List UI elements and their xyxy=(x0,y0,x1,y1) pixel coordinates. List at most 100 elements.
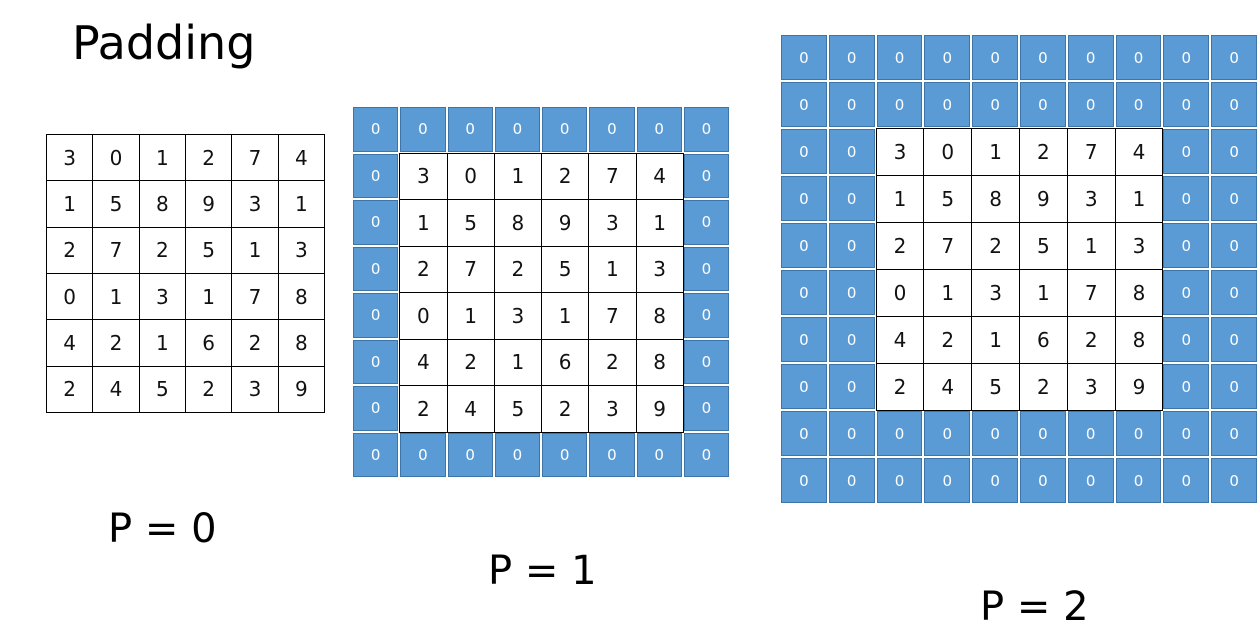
padding-cell: 0 xyxy=(1163,129,1210,174)
padding-cell: 0 xyxy=(828,458,875,503)
padding-cell: 0 xyxy=(353,153,399,198)
matrix-cell: 9 xyxy=(541,199,590,247)
padding-cell: 0 xyxy=(1163,82,1210,127)
matrix-cell: 5 xyxy=(138,365,186,413)
matrix-cell: 9 xyxy=(1114,363,1164,411)
padding-cell: 0 xyxy=(1067,35,1114,80)
matrix-cell: 3 xyxy=(231,180,279,228)
padding-cell: 0 xyxy=(1067,411,1114,456)
matrix-cell: 1 xyxy=(138,134,186,182)
matrix-cell: 4 xyxy=(92,365,140,413)
matrix-cell: 4 xyxy=(635,152,684,200)
matrix-cell: 2 xyxy=(46,226,94,274)
matrix-cell: 5 xyxy=(1019,222,1068,270)
padding-cell: 0 xyxy=(353,293,399,338)
matrix-cell: 7 xyxy=(1066,128,1116,176)
matrix-cell: 0 xyxy=(923,128,973,176)
matrix-cell: 2 xyxy=(1019,363,1068,411)
matrix-cell: 0 xyxy=(399,292,448,340)
padding-cell: 0 xyxy=(494,107,540,152)
padding-cell: 0 xyxy=(924,458,971,503)
padding-cell: 0 xyxy=(781,364,827,409)
padding-cell: 0 xyxy=(972,35,1018,80)
padding-cell: 0 xyxy=(924,35,971,80)
matrix-cell: 1 xyxy=(875,175,925,223)
matrix-cell: 2 xyxy=(185,365,233,413)
matrix-cell: 2 xyxy=(875,363,925,411)
padding-cell: 0 xyxy=(353,200,399,245)
matrix-cell: 8 xyxy=(635,292,684,340)
padding-cell: 0 xyxy=(589,432,635,477)
padding-cell: 0 xyxy=(353,432,399,477)
padding-cell: 0 xyxy=(1211,270,1257,315)
padding-cell: 0 xyxy=(828,176,875,221)
matrix-cell: 8 xyxy=(493,199,542,247)
matrix-cell: 5 xyxy=(92,180,140,228)
matrix-cell: 3 xyxy=(399,152,448,200)
matrix-cell: 2 xyxy=(92,319,140,367)
matrix-cell: 1 xyxy=(1114,175,1164,223)
padding-cell: 0 xyxy=(972,458,1018,503)
matrix-cell: 1 xyxy=(541,292,590,340)
padding-cell: 0 xyxy=(876,458,923,503)
padding-cell: 0 xyxy=(1115,458,1162,503)
padding-cell: 0 xyxy=(447,107,493,152)
matrix-cell: 2 xyxy=(493,245,542,293)
matrix-cell: 3 xyxy=(493,292,542,340)
padding-cell: 0 xyxy=(683,432,729,477)
padding-cell: 0 xyxy=(781,223,827,268)
matrix-cell: 6 xyxy=(541,338,590,386)
matrix-cell: 7 xyxy=(446,245,495,293)
matrix-cell: 1 xyxy=(138,319,186,367)
matrix-cell: 2 xyxy=(399,385,448,433)
padding-cell: 0 xyxy=(924,82,971,127)
matrix-cell: 5 xyxy=(185,226,233,274)
padding-cell: 0 xyxy=(781,129,827,174)
padding-cell: 0 xyxy=(683,246,729,291)
padding-cell: 0 xyxy=(683,339,729,384)
matrix-cell: 3 xyxy=(231,365,279,413)
padding-cell: 0 xyxy=(1163,458,1210,503)
padding-cell: 0 xyxy=(828,364,875,409)
matrix-cell: 3 xyxy=(1114,222,1164,270)
matrix-cell: 9 xyxy=(185,180,233,228)
matrix-cell: 1 xyxy=(231,226,279,274)
padding-cell: 0 xyxy=(1020,458,1066,503)
page-title: Padding xyxy=(72,16,256,70)
padding-cell: 0 xyxy=(781,458,827,503)
matrix-cell: 4 xyxy=(1114,128,1164,176)
padding-cell: 0 xyxy=(542,432,588,477)
padding-cell: 0 xyxy=(1211,223,1257,268)
padding-cell: 0 xyxy=(683,293,729,338)
matrix-cell: 8 xyxy=(277,273,325,321)
padding-cell: 0 xyxy=(1163,270,1210,315)
matrix-cell: 0 xyxy=(46,273,94,321)
padding-cell: 0 xyxy=(683,153,729,198)
matrix-cell: 7 xyxy=(92,226,140,274)
matrix-cell: 1 xyxy=(923,269,973,317)
padding-cell: 0 xyxy=(781,176,827,221)
matrix-cell: 5 xyxy=(446,199,495,247)
padding-cell: 0 xyxy=(1067,82,1114,127)
matrix-cell: 7 xyxy=(588,292,637,340)
padding-cell: 0 xyxy=(353,386,399,431)
matrix-cell: 1 xyxy=(971,128,1020,176)
matrix-cell: 6 xyxy=(1019,316,1068,364)
matrix-cell: 1 xyxy=(277,180,325,228)
matrix-cell: 1 xyxy=(46,180,94,228)
matrix-cell: 8 xyxy=(277,319,325,367)
matrix-cell: 1 xyxy=(493,338,542,386)
padding-cell: 0 xyxy=(924,411,971,456)
matrix-cell: 1 xyxy=(399,199,448,247)
matrix-cell: 9 xyxy=(1019,175,1068,223)
matrix-cell: 3 xyxy=(588,385,637,433)
padding-cell: 0 xyxy=(1211,35,1257,80)
matrix-cell: 8 xyxy=(1114,269,1164,317)
matrix-cell: 1 xyxy=(185,273,233,321)
matrix-cell: 1 xyxy=(1066,222,1116,270)
matrix-cell: 8 xyxy=(635,338,684,386)
padding-cell: 0 xyxy=(400,432,446,477)
matrix-cell: 4 xyxy=(446,385,495,433)
matrix-cell: 7 xyxy=(923,222,973,270)
